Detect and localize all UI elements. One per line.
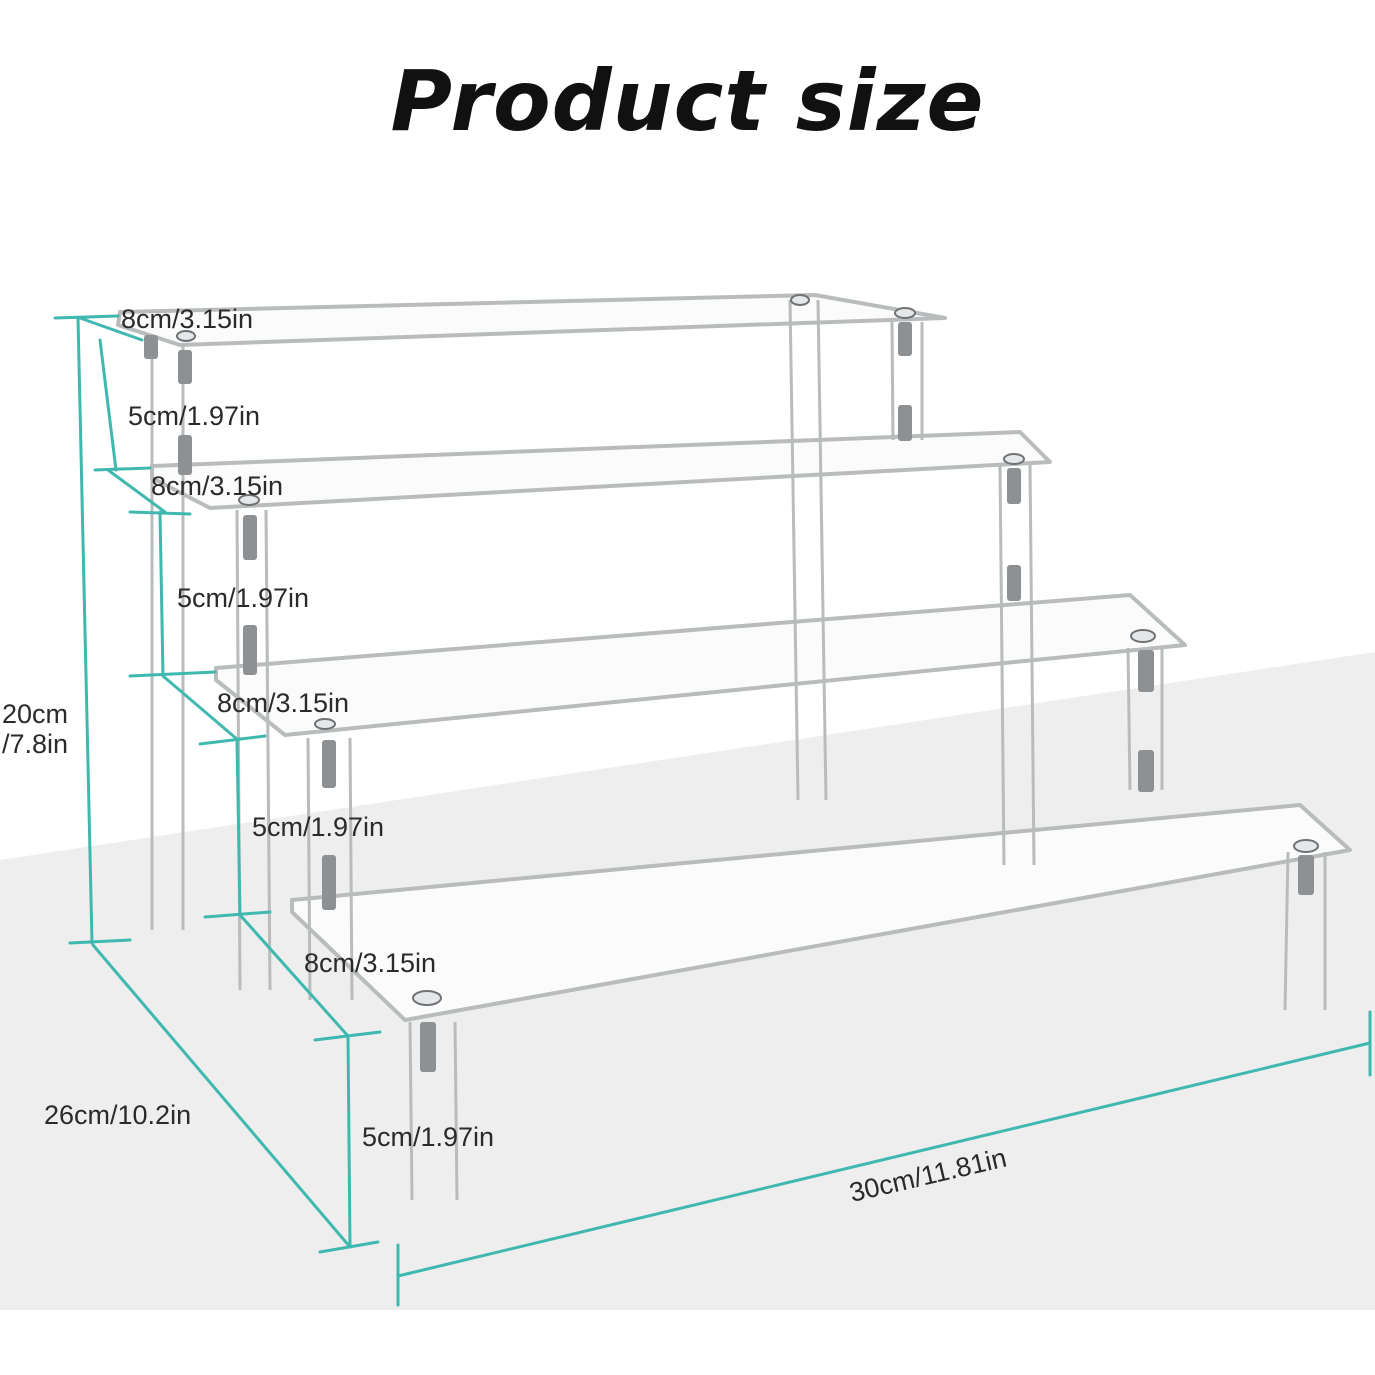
tier4-spacing-label: 5cm/1.97in	[362, 1122, 494, 1152]
shelf-tier-4	[290, 803, 1352, 1022]
shelf-tiers	[116, 293, 1352, 1022]
dimension-lines	[53, 314, 1372, 1307]
page-title: Product size	[390, 52, 985, 150]
tier1-depth-label: 8cm/3.15in	[121, 304, 253, 334]
tier4-depth-label: 8cm/3.15in	[304, 948, 436, 978]
tier3-depth-label: 8cm/3.15in	[217, 688, 349, 718]
total-depth-label: 26cm/10.2in	[44, 1100, 191, 1130]
tier2-depth-label: 8cm/3.15in	[151, 471, 283, 501]
total-height-label-line2: /7.8in	[2, 729, 68, 759]
shelf-tier-3	[214, 593, 1187, 737]
tier1-spacing-label: 5cm/1.97in	[128, 401, 260, 431]
shelf-tier-2	[150, 430, 1052, 510]
tier3-spacing-label: 5cm/1.97in	[252, 812, 384, 842]
tier2-spacing-label: 5cm/1.97in	[177, 583, 309, 613]
shelf-tier-1	[116, 293, 947, 347]
screw-heads	[176, 294, 1319, 1006]
total-height-label-line1: 20cm	[2, 699, 68, 729]
connectors	[144, 322, 1314, 1072]
floor-background	[0, 652, 1375, 1310]
